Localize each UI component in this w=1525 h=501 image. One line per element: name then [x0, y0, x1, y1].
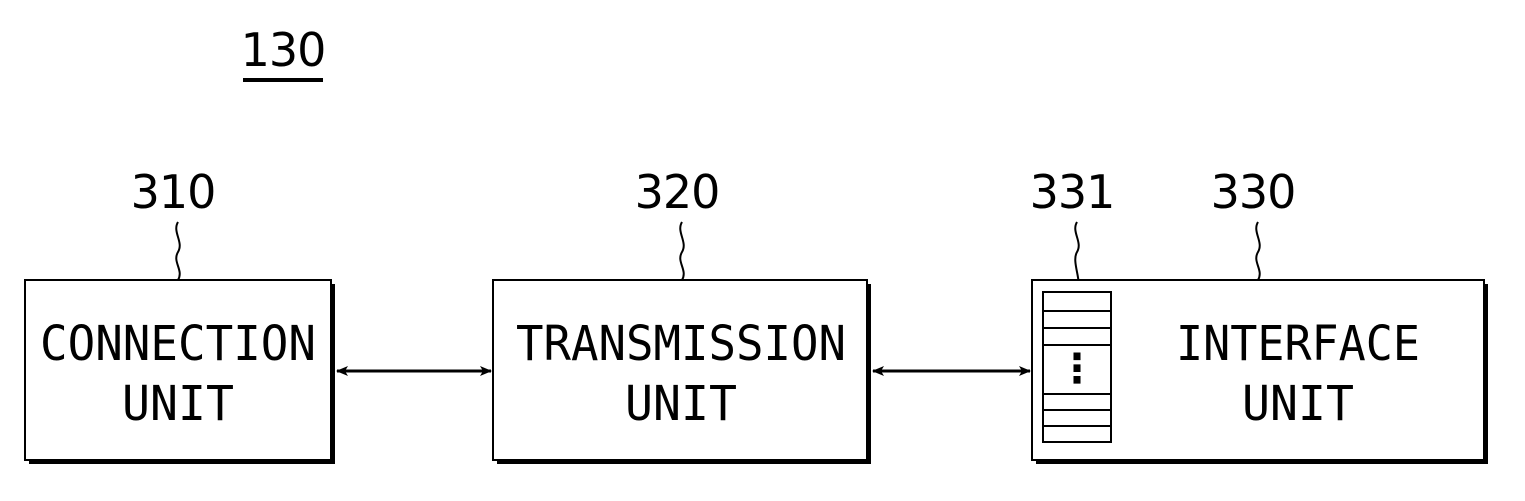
interface-unit-ref: 330 [1211, 165, 1296, 219]
transmission-unit-ref: 320 [635, 165, 720, 219]
connection-unit-label-line1: CONNECTION [40, 316, 316, 372]
buffer-ref: 331 [1030, 165, 1115, 219]
buffer-outline [1042, 291, 1112, 443]
connection-unit-leader [175, 221, 181, 281]
buffer-ellipsis: ⋮ [1057, 346, 1097, 392]
figure-label: 130 [241, 23, 326, 77]
interface-unit-leader [1255, 221, 1261, 281]
transmission-unit-block: TRANSMISSION UNIT [492, 279, 871, 464]
connection-unit-label-line2: UNIT [122, 376, 234, 432]
transmission-unit-label-line2: UNIT [625, 376, 737, 432]
interface-unit-label-line2: UNIT [1242, 376, 1354, 432]
connection-unit-box [24, 279, 332, 461]
buffer-stack: ⋮ [1042, 291, 1112, 443]
interface-unit-block: ⋮ INTERFACE UNIT [1031, 279, 1488, 464]
connection-unit-ref: 310 [131, 165, 216, 219]
interface-unit-label-line1: INTERFACE [1176, 316, 1420, 372]
transmission-unit-label-line1: TRANSMISSION [516, 316, 846, 372]
transmission-unit-box [492, 279, 868, 461]
transmission-unit-leader [679, 221, 685, 281]
connection-unit-block: CONNECTION UNIT [24, 279, 335, 464]
